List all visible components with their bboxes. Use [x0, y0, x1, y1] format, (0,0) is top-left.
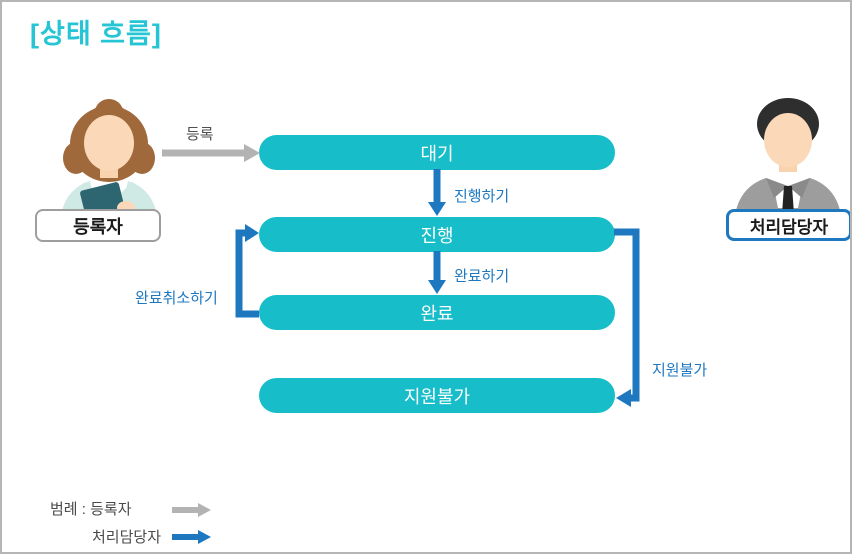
handler-label: 처리담당자 [749, 217, 829, 237]
page-title: [상태 흐름] [30, 19, 162, 49]
legend-handler-arrow-icon [172, 530, 211, 544]
state-label: 진행 [420, 225, 454, 246]
state-label: 완료 [420, 303, 454, 324]
arrow-cancel-complete [235, 224, 259, 318]
legend-handler-label: 처리담당자 [92, 529, 162, 546]
state-pill-unsupported: 지원불가 [259, 378, 615, 413]
legend-row-handler: 처리담당자 [92, 526, 161, 547]
transition-label-unsupportable: 지원불가 [652, 362, 708, 379]
legend-registrant-arrow-icon [172, 503, 211, 517]
registrant-label: 등록자 [73, 216, 123, 237]
transition-label-cancel-complete: 완료취소하기 [135, 290, 218, 307]
transition-label-complete: 완료하기 [454, 268, 510, 285]
handler-name-badge: 처리담당자 [726, 209, 850, 241]
legend-title: 범례 : [50, 501, 86, 518]
state-pill-waiting: 대기 [259, 135, 615, 170]
registrant-woman-icon [60, 99, 158, 224]
registrant-name-badge: 등록자 [35, 209, 161, 242]
state-label: 대기 [420, 143, 454, 164]
state-pill-completed: 완료 [259, 295, 615, 330]
arrow-unsupportable [614, 228, 640, 407]
arrow-complete [428, 251, 446, 294]
legend-registrant-label: 등록자 [90, 501, 132, 518]
legend-row-registrant: 범례 : 등록자 [50, 498, 132, 519]
transition-label-register: 등록 [186, 126, 214, 143]
transition-label-proceed: 진행하기 [454, 188, 510, 205]
arrow-proceed [428, 169, 446, 216]
state-label: 지원불가 [403, 386, 471, 407]
arrow-register [162, 144, 260, 162]
state-pill-in-progress: 진행 [259, 217, 615, 252]
handler-man-icon [734, 98, 842, 224]
